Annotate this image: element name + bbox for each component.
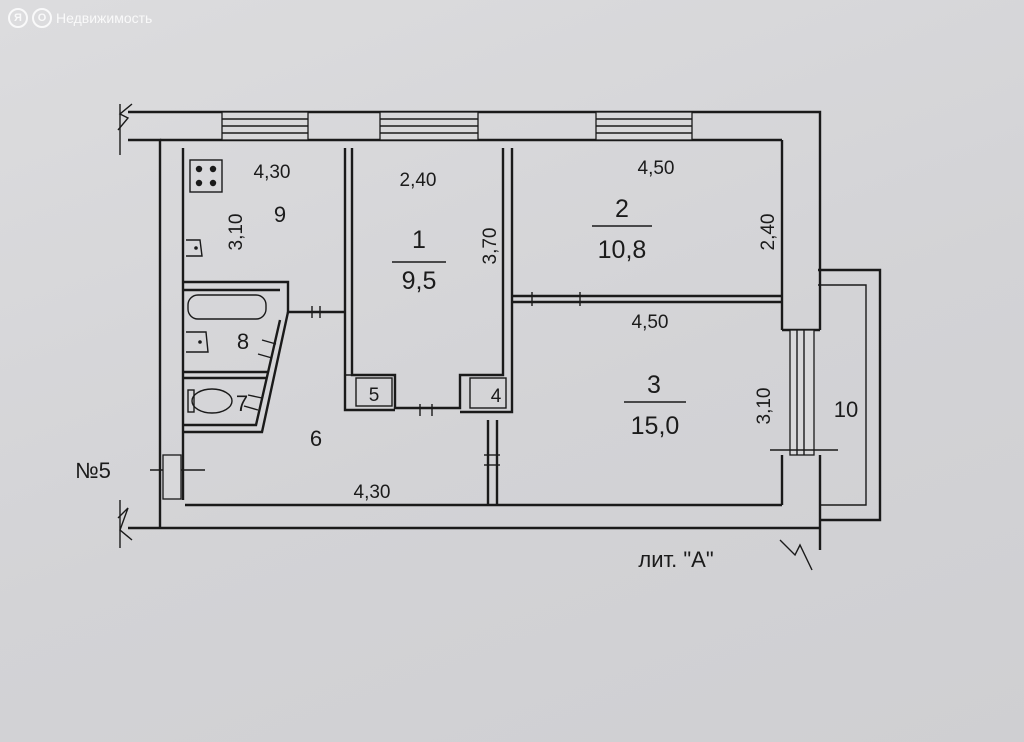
watermark-logo-icon: Я	[8, 8, 28, 28]
stove-icon	[189, 159, 223, 193]
room-labels: 4,30 9 3,10 2,40 1 9,5 3,70 4,50 2 10,8 …	[226, 158, 858, 503]
room-6-bottom-dim: 4,30	[354, 482, 391, 503]
room-2-side-dim: 2,40	[758, 214, 779, 251]
bathtub-icon	[187, 294, 267, 320]
room-1-number: 1	[412, 226, 426, 254]
room-3-side-dim: 3,10	[754, 388, 775, 425]
room-3-top-dim: 4,50	[632, 312, 669, 333]
room-9-top-dim: 4,30	[254, 162, 291, 183]
room-5-number: 5	[369, 385, 380, 406]
watermark-logo-icon-2: О	[32, 8, 52, 28]
room-3-number: 3	[647, 371, 661, 399]
top-windows	[221, 111, 693, 141]
room-6-number: 6	[310, 426, 322, 451]
room-1-area: 9,5	[402, 267, 437, 295]
watermark: Я О Недвижимость	[8, 8, 152, 28]
room-10-number: 10	[834, 397, 858, 422]
room-7-number: 7	[236, 391, 248, 416]
balcony	[818, 268, 882, 522]
room-2-number: 2	[615, 195, 629, 223]
outer-walls	[117, 103, 822, 571]
toilet-icon	[187, 388, 233, 414]
apartment-number-label: №5	[75, 458, 111, 483]
room-8-number: 8	[237, 329, 249, 354]
washbasin-icon	[186, 331, 209, 353]
room-9-number: 9	[274, 202, 286, 227]
room-2-top-dim: 4,50	[638, 158, 675, 179]
letter-label: лит. "А"	[638, 547, 713, 572]
room-1-side-dim: 3,70	[480, 228, 501, 265]
room-2-area: 10,8	[598, 236, 647, 264]
kitchen-sink-icon	[186, 239, 203, 257]
room-3-area: 15,0	[631, 412, 680, 440]
balcony-door	[770, 329, 838, 456]
room-9-side-dim: 3,10	[226, 214, 247, 251]
room-1-top-dim: 2,40	[400, 170, 437, 191]
room-4-number: 4	[491, 386, 502, 407]
interior-walls	[150, 148, 782, 505]
watermark-text: Недвижимость	[56, 10, 153, 26]
